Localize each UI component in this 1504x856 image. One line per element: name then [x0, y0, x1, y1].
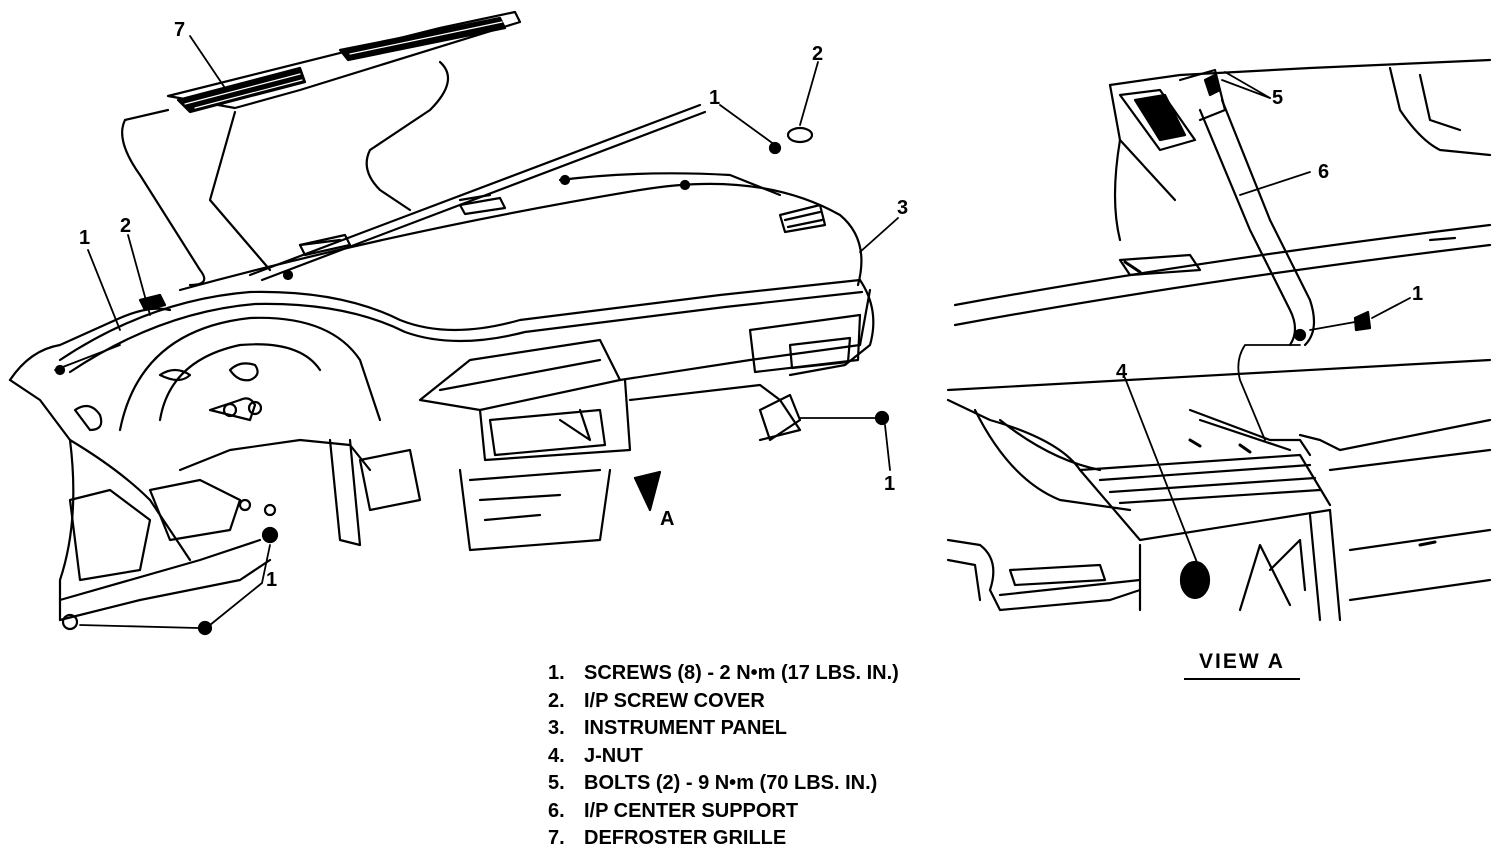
- legend-text: I/P CENTER SUPPORT: [584, 799, 799, 822]
- view-a: [946, 58, 1492, 622]
- callout-screws-left: 1: [79, 227, 90, 249]
- legend-number: 4.: [548, 744, 565, 767]
- parts-legend: 1. SCREWS (8) - 2 N•m (17 LBS. IN.) 2. I/P…: [548, 660, 899, 853]
- legend-number: 1.: [548, 662, 565, 684]
- callout-screws-bottom: 1: [266, 569, 277, 591]
- view-a-label: VIEW A: [1184, 650, 1300, 680]
- legend-number: 7.: [548, 827, 565, 849]
- callout-j-nut: 4: [1116, 361, 1128, 383]
- callout-defroster-grille: 7: [174, 19, 185, 41]
- defroster-grille: [166, 10, 522, 114]
- legend-number: 3.: [548, 717, 565, 739]
- legend-number: 2.: [548, 689, 565, 712]
- callout-instrument-panel: 3: [897, 197, 908, 219]
- callout-center-support: 6: [1318, 161, 1329, 183]
- legend-text: SCREWS (8) - 2 N•m (17 LBS. IN.): [584, 662, 899, 684]
- callout-view-a: A: [660, 508, 674, 530]
- callout-screws-top: 1: [709, 87, 720, 109]
- legend-item: 7. DEFROSTER GRILLE: [548, 825, 899, 853]
- legend-text: DEFROSTER GRILLE: [584, 827, 787, 849]
- legend-text: INSTRUMENT PANEL: [584, 717, 787, 739]
- main-view: [8, 10, 899, 636]
- legend-item: 2. I/P SCREW COVER: [548, 688, 899, 716]
- legend-number: 5.: [548, 772, 565, 794]
- legend-text: I/P SCREW COVER: [584, 689, 765, 712]
- legend-item: 5. BOLTS (2) - 9 N•m (70 LBS. IN.): [548, 770, 899, 798]
- callout-screw-view-a: 1: [1412, 283, 1423, 305]
- legend-text: J-NUT: [584, 744, 643, 767]
- legend-item: 4. J-NUT: [548, 743, 899, 771]
- callout-bolts: 5: [1272, 87, 1283, 109]
- callout-screw-cover-left: 2: [120, 215, 131, 237]
- legend-number: 6.: [548, 799, 565, 822]
- callout-screws-right: 1: [884, 473, 895, 495]
- callout-screw-cover-top: 2: [812, 43, 823, 65]
- legend-item: 6. I/P CENTER SUPPORT: [548, 798, 899, 826]
- legend-text: BOLTS (2) - 9 N•m (70 LBS. IN.): [584, 772, 878, 794]
- legend-item: 3. INSTRUMENT PANEL: [548, 715, 899, 743]
- legend-item: 1. SCREWS (8) - 2 N•m (17 LBS. IN.): [548, 660, 899, 688]
